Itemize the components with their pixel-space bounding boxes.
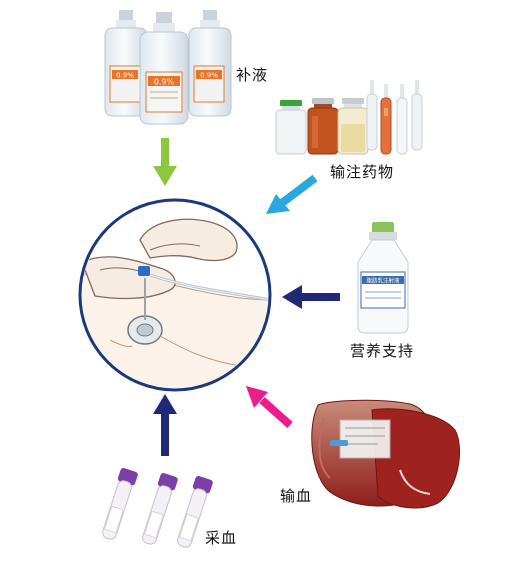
saline-bottle-left: 0.9% xyxy=(104,10,148,117)
injection-vials-icon xyxy=(275,80,423,155)
saline-bottle-center: 0.9% xyxy=(139,12,189,125)
label-injection: 输注药物 xyxy=(330,163,395,181)
arrow-nutrition xyxy=(282,285,340,309)
blood-tubes-icon xyxy=(102,467,213,548)
vial-yellow xyxy=(337,98,369,155)
blood-bags-icon xyxy=(311,399,461,509)
label-nutrition: 营养支持 xyxy=(350,342,415,360)
label-infusion: 补液 xyxy=(236,66,269,84)
label-transfusion: 输血 xyxy=(280,487,313,505)
port-catheter-hand-icon xyxy=(78,198,272,392)
nutrition-bottle-icon: 脂肪乳注射液 xyxy=(357,222,409,334)
label-sampling: 采血 xyxy=(205,529,238,547)
saline-label-left: 0.9% xyxy=(116,72,134,80)
saline-label-center: 0.9% xyxy=(154,78,175,87)
arrow-transfusion xyxy=(246,386,293,428)
arrow-infusion xyxy=(153,138,177,186)
saline-label-right: 0.9% xyxy=(200,72,218,80)
ampoules xyxy=(366,80,423,155)
nutrition-bottle-label: 脂肪乳注射液 xyxy=(366,277,400,285)
saline-bottle-right: 0.9% xyxy=(188,10,232,117)
saline-bottles-icon: 0.9% 0.9% 0.9% xyxy=(104,10,232,125)
vial-clear xyxy=(275,100,307,155)
arrow-injection xyxy=(266,174,318,214)
vial-amber xyxy=(307,98,339,155)
arrow-sampling xyxy=(153,394,177,456)
